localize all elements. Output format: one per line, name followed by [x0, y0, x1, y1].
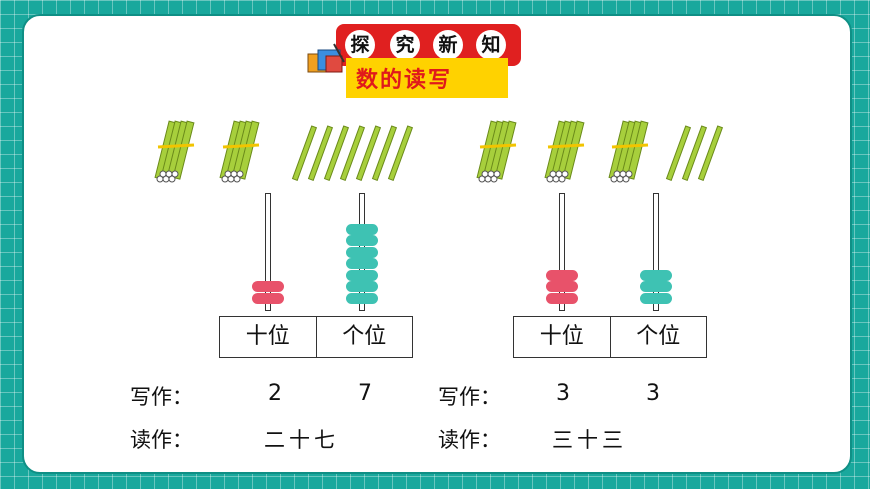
tens-bead [252, 292, 284, 304]
read-label-1: 读作： [130, 428, 193, 452]
stick-bundle [544, 120, 585, 183]
ones-place-label: 个位 [636, 324, 681, 349]
ones-bead [640, 281, 672, 292]
ones-bead [346, 235, 378, 246]
write-tens-2: 3 [556, 381, 570, 406]
write-label-2: 写作： [438, 385, 501, 409]
write-ones-2: 3 [646, 381, 660, 406]
single-sticks [291, 125, 414, 181]
banner-char-3: 新 [433, 30, 463, 60]
tens-place-label: 十位 [220, 317, 317, 357]
ones-bead [346, 246, 378, 258]
ones-bead [346, 223, 378, 235]
place-value-table-2: 十位 个位 [513, 316, 707, 358]
write-ones-1: 7 [358, 381, 372, 406]
ones-bead [346, 269, 378, 281]
stick-bundle [476, 120, 517, 183]
books-icon [307, 43, 345, 73]
ones-bead [346, 281, 378, 292]
stick-bundle [608, 120, 649, 183]
single-sticks [665, 125, 724, 181]
tens-rod-1 [265, 193, 271, 311]
slide-subtitle: 数的读写 [356, 68, 453, 93]
banner-char-1: 探 [345, 30, 375, 60]
read-value-1: 二十七 [264, 428, 339, 452]
ones-bead [640, 292, 672, 304]
write-label-1: 写作： [130, 385, 193, 409]
subtitle-box [346, 58, 508, 98]
ones-place-label: 个位 [342, 324, 387, 349]
write-tens-1: 2 [268, 381, 282, 406]
banner-char-2: 究 [390, 30, 420, 60]
tens-rod-2 [559, 193, 565, 311]
banner-char-4: 知 [476, 30, 506, 60]
tens-place-label: 十位 [514, 317, 611, 357]
ones-bead [346, 292, 378, 304]
read-label-2: 读作： [438, 428, 501, 452]
tens-bead [546, 292, 578, 304]
read-value-2: 三十三 [552, 428, 627, 452]
ones-bead [640, 269, 672, 281]
tens-bead [546, 269, 578, 281]
sticks-group-left [154, 120, 414, 183]
stick-bundle [219, 120, 260, 183]
tens-bead [546, 281, 578, 292]
place-value-table-1: 十位 个位 [219, 316, 413, 358]
ones-rod-2 [653, 193, 659, 311]
tens-bead [252, 281, 284, 292]
stick-bundle [154, 120, 195, 183]
sticks-group-right [476, 120, 724, 183]
ones-bead [346, 258, 378, 269]
